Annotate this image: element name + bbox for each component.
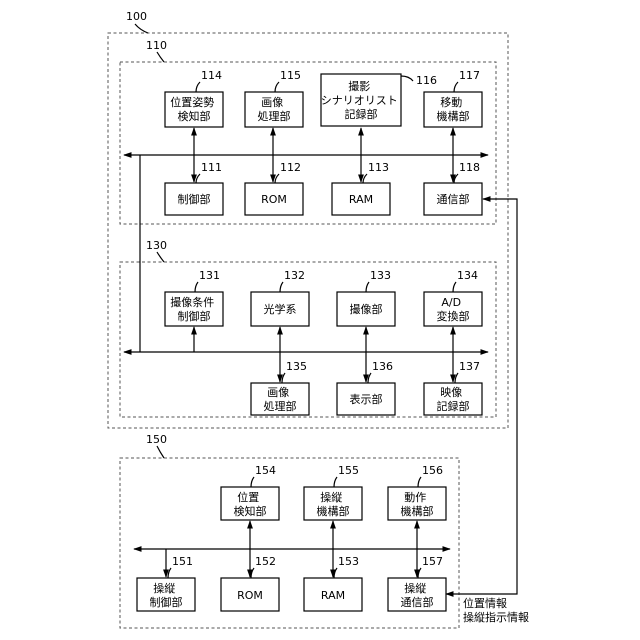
ref-label-133: 133	[370, 269, 391, 282]
ref-label-132: 132	[284, 269, 305, 282]
block-118-label: 通信部	[437, 192, 470, 206]
ref-label-135: 135	[286, 360, 307, 373]
ref-label-157: 157	[422, 555, 443, 568]
ref-label-131: 131	[199, 269, 220, 282]
leader-line-131	[195, 282, 198, 292]
link-label-control-instruction: 操縦指示情報	[463, 610, 529, 624]
leader-line-117	[454, 82, 458, 92]
leader-line-130	[157, 252, 164, 262]
block-153-label: RAM	[321, 589, 345, 602]
ref-label-134: 134	[457, 269, 478, 282]
block-112-label: ROM	[261, 193, 287, 206]
block-136-label: 表示部	[350, 392, 383, 406]
ref-label-100: 100	[126, 10, 147, 23]
leader-line-115	[275, 82, 279, 92]
leader-line-134	[453, 282, 456, 292]
leader-line-154	[251, 477, 254, 487]
leader-line-111	[196, 174, 200, 183]
leader-line-155	[334, 477, 337, 487]
block-133-label: 撮像部	[350, 302, 383, 316]
leader-line-112	[275, 174, 279, 183]
leader-line-133	[366, 282, 369, 292]
ref-label-116: 116	[416, 74, 437, 87]
ref-label-130: 130	[146, 239, 167, 252]
ref-label-153: 153	[338, 555, 359, 568]
leader-line-132	[280, 282, 283, 292]
leader-line-116	[401, 76, 413, 81]
ref-label-156: 156	[422, 464, 443, 477]
leader-line-151	[168, 568, 171, 578]
block-134-label: A/D 変換部	[437, 296, 470, 323]
block-152-label: ROM	[237, 589, 263, 602]
ref-label-111: 111	[201, 161, 222, 174]
leader-line-153	[334, 568, 337, 578]
leader-line-150	[157, 446, 164, 458]
ref-label-114: 114	[201, 69, 222, 82]
leader-line-113	[363, 174, 367, 183]
link-label-position-info: 位置情報	[463, 596, 507, 610]
leader-line-135	[282, 373, 285, 383]
leader-line-110	[157, 52, 164, 62]
ref-label-112: 112	[280, 161, 301, 174]
ref-label-150: 150	[146, 433, 167, 446]
ref-label-113: 113	[368, 161, 389, 174]
block-132-label: 光学系	[264, 302, 297, 316]
ref-label-136: 136	[372, 360, 393, 373]
ref-label-154: 154	[255, 464, 276, 477]
leader-line-157	[418, 568, 421, 578]
ref-label-137: 137	[459, 360, 480, 373]
leader-line-152	[251, 568, 254, 578]
leader-line-156	[418, 477, 421, 487]
ref-label-152: 152	[255, 555, 276, 568]
ref-label-118: 118	[459, 161, 480, 174]
leader-line-100	[135, 24, 148, 33]
leader-line-136	[368, 373, 371, 383]
leader-line-114	[196, 82, 200, 92]
ref-label-115: 115	[280, 69, 301, 82]
leader-line-137	[455, 373, 458, 383]
block-115-label: 画像 処理部	[258, 96, 291, 123]
block-137-label: 映像 記録部	[437, 386, 470, 413]
ref-label-155: 155	[338, 464, 359, 477]
block-113-label: RAM	[349, 193, 373, 206]
ref-label-117: 117	[459, 69, 480, 82]
block-135-label: 画像 処理部	[264, 386, 297, 413]
block-111-label: 制御部	[178, 192, 211, 206]
ref-label-110: 110	[146, 39, 167, 52]
leader-line-118	[454, 174, 458, 183]
ref-label-151: 151	[172, 555, 193, 568]
